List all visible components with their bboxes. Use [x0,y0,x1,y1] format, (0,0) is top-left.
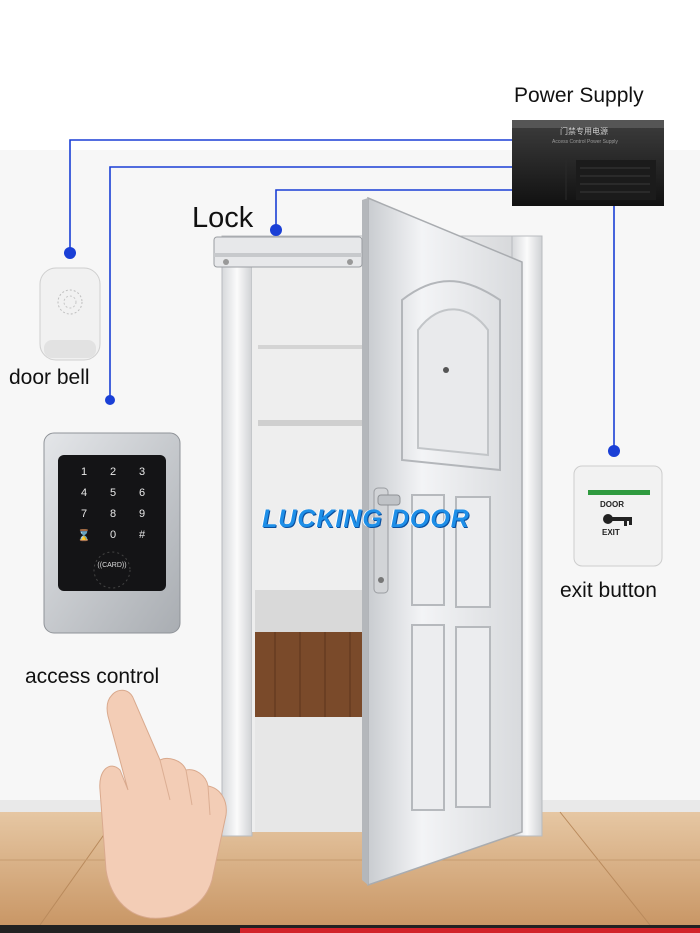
room-wall-panel [258,345,370,349]
keypad-key[interactable]: ⌛ [77,530,91,542]
keypad-key[interactable]: 5 [109,487,117,499]
room-floor [255,717,370,832]
power-supply-subtitle: Access Control Power Supply [552,139,618,145]
keypad-key[interactable]: 1 [80,466,88,478]
access-control-keypad [43,432,181,634]
keypad-key[interactable]: 4 [80,487,88,499]
keypad-key[interactable]: 9 [138,508,146,520]
wire-access-control [109,166,512,400]
door-panel [411,624,445,811]
keypad-key[interactable]: 8 [109,508,117,520]
label-lock: Lock [192,202,254,234]
power-supply-box [512,120,664,206]
power-supply-title: 门禁专用电源 [560,127,608,136]
card-reader-label: ((CARD)) [97,562,127,569]
exit-plate-line1: DOOR [600,500,624,509]
door-panel [455,496,491,608]
keypad-key[interactable]: 3 [138,466,146,478]
label-power-supply: Power Supply [514,84,644,107]
room-wall-panel [258,420,370,426]
hand-icon [99,689,227,919]
exit-plate-line2: EXIT [602,528,620,537]
watermark: LUCKING DOOR [262,505,470,533]
wire-lock [275,189,512,229]
door-edge [362,198,368,885]
key-icon [603,514,632,526]
door-top-panel [401,280,501,472]
door-handle-icon [373,487,401,594]
keypad-key[interactable]: 7 [80,508,88,520]
exit-button [573,465,663,567]
door-panel [411,494,445,606]
wire-door-bell [69,139,512,252]
keypad-key[interactable]: # [138,529,146,541]
wiring [69,139,615,450]
door-panel [455,626,491,808]
floor-board-line [559,811,651,926]
keypad-key[interactable]: 2 [109,466,117,478]
room-wood-wall [255,632,370,717]
wire-node-lock [270,224,282,236]
label-exit-button: exit button [560,579,657,602]
wire-node-access-control [105,395,115,405]
magnetic-lock [213,236,363,268]
wire-node-exit-button [608,445,620,457]
keypad-key[interactable]: 6 [138,487,146,499]
keypad-key[interactable]: 0 [109,529,117,541]
wire-node-door-bell [64,247,76,259]
bottom-bar-accent [240,928,700,933]
door-top-panel-inner [417,308,489,457]
room-marble-wall [255,590,370,635]
label-access-control: access control [25,665,160,688]
label-door-bell: door bell [9,366,90,389]
door-peephole [443,367,449,373]
door-frame-left [221,235,253,837]
speaker-icon [57,289,83,315]
door-bell [39,267,101,361]
